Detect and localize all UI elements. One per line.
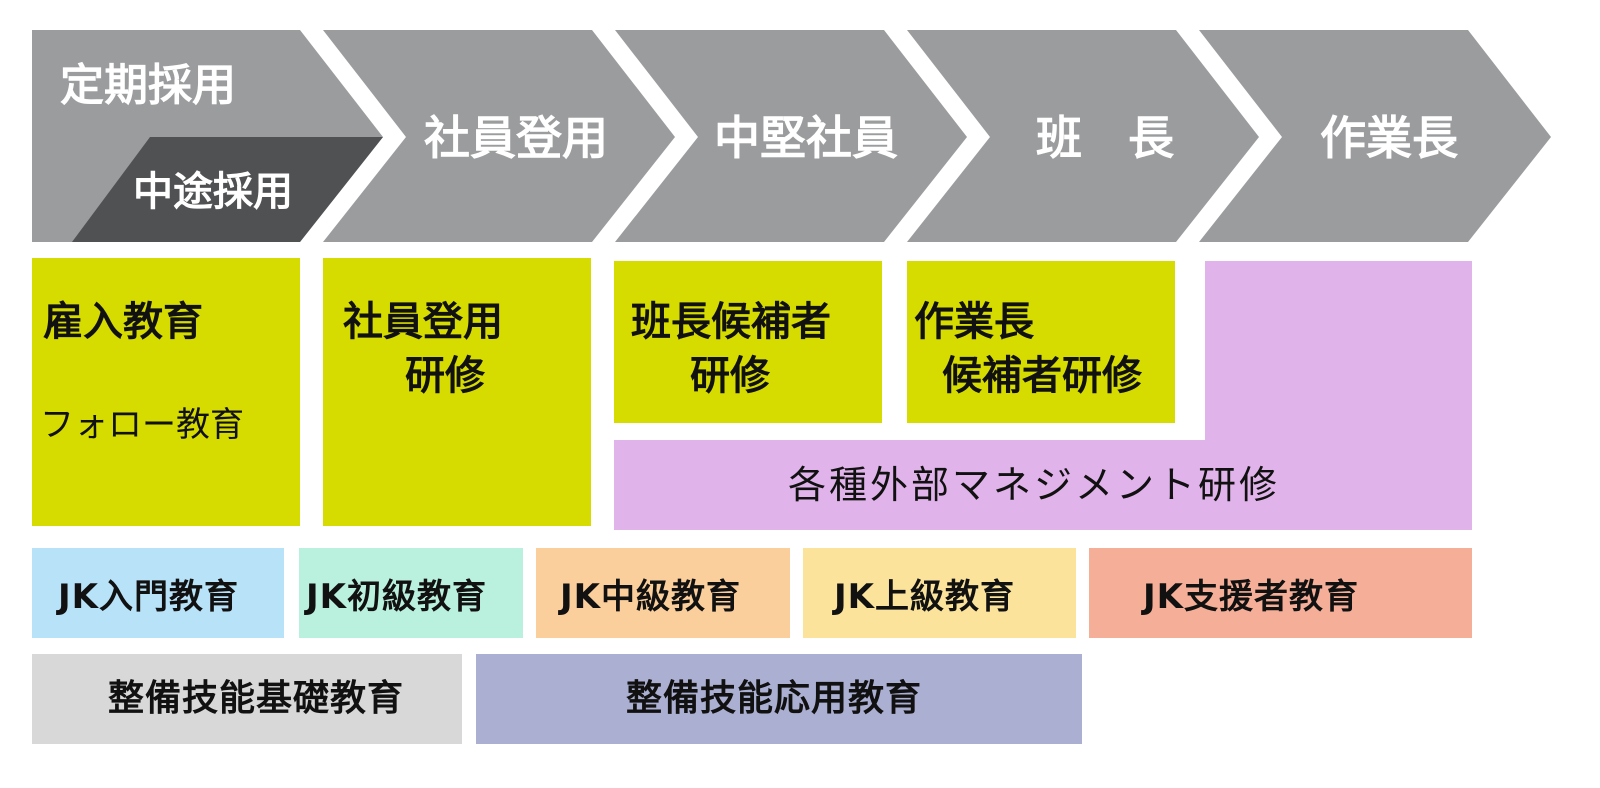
text-leader-candidate-line1: 班長候補者 bbox=[631, 299, 831, 345]
box-maintenance-basic bbox=[32, 654, 462, 744]
box-jk-advanced bbox=[803, 548, 1076, 638]
text-jk-beginner: JK初級教育 bbox=[306, 577, 487, 617]
box-jk-intro bbox=[32, 548, 284, 638]
box-team-leader-candidate bbox=[614, 261, 882, 423]
box-jk-beginner bbox=[299, 548, 523, 638]
text-maintenance-basic: 整備技能基礎教育 bbox=[108, 678, 405, 719]
text-hiring-education: 雇入教育 bbox=[43, 299, 203, 345]
text-jk-supporter: JK支援者教育 bbox=[1143, 577, 1359, 617]
stage-arrow-mid-level bbox=[615, 30, 967, 242]
text-jk-intro: JK入門教育 bbox=[58, 577, 239, 617]
text-maintenance-applied: 整備技能応用教育 bbox=[626, 678, 923, 719]
box-foreman-candidate bbox=[907, 261, 1175, 423]
box-jk-supporter bbox=[1089, 548, 1472, 638]
box-employee-training bbox=[323, 258, 591, 526]
stage-arrow-team-leader bbox=[907, 30, 1259, 242]
external-management-shape bbox=[614, 261, 1472, 530]
text-jk-advanced: JK上級教育 bbox=[834, 577, 1015, 617]
box-hiring-education bbox=[32, 258, 300, 526]
stage-label-employee: 社員登用 bbox=[424, 111, 608, 165]
text-employee-training-line1: 社員登用 bbox=[343, 299, 503, 345]
stage-arrow-employee bbox=[323, 30, 675, 242]
stage-arrow-midcareer-hiring bbox=[72, 137, 383, 242]
text-external-management-training: 各種外部マネジメント研修 bbox=[788, 463, 1281, 507]
text-followup-education: フォロー教育 bbox=[40, 405, 244, 445]
career-stage-arrows bbox=[32, 30, 1551, 242]
box-jk-intermediate bbox=[536, 548, 790, 638]
text-foreman-candidate-line1: 作業長 bbox=[914, 299, 1034, 345]
stage-label-foreman: 作業長 bbox=[1320, 111, 1458, 165]
text-foreman-candidate-line2: 候補者研修 bbox=[942, 353, 1142, 399]
stage-label-midcareer-hiring: 中途採用 bbox=[133, 169, 293, 215]
text-leader-candidate-line2: 研修 bbox=[690, 353, 770, 399]
stage-label-mid-level: 中堅社員 bbox=[714, 111, 898, 165]
stage-label-team-leader: 班 長 bbox=[1036, 111, 1174, 165]
text-employee-training-line2: 研修 bbox=[405, 353, 485, 399]
stage-arrow-foreman bbox=[1199, 30, 1551, 242]
stage-label-regular-hiring: 定期採用 bbox=[60, 60, 236, 111]
box-maintenance-applied bbox=[476, 654, 1082, 744]
text-jk-intermediate: JK中級教育 bbox=[560, 577, 741, 617]
